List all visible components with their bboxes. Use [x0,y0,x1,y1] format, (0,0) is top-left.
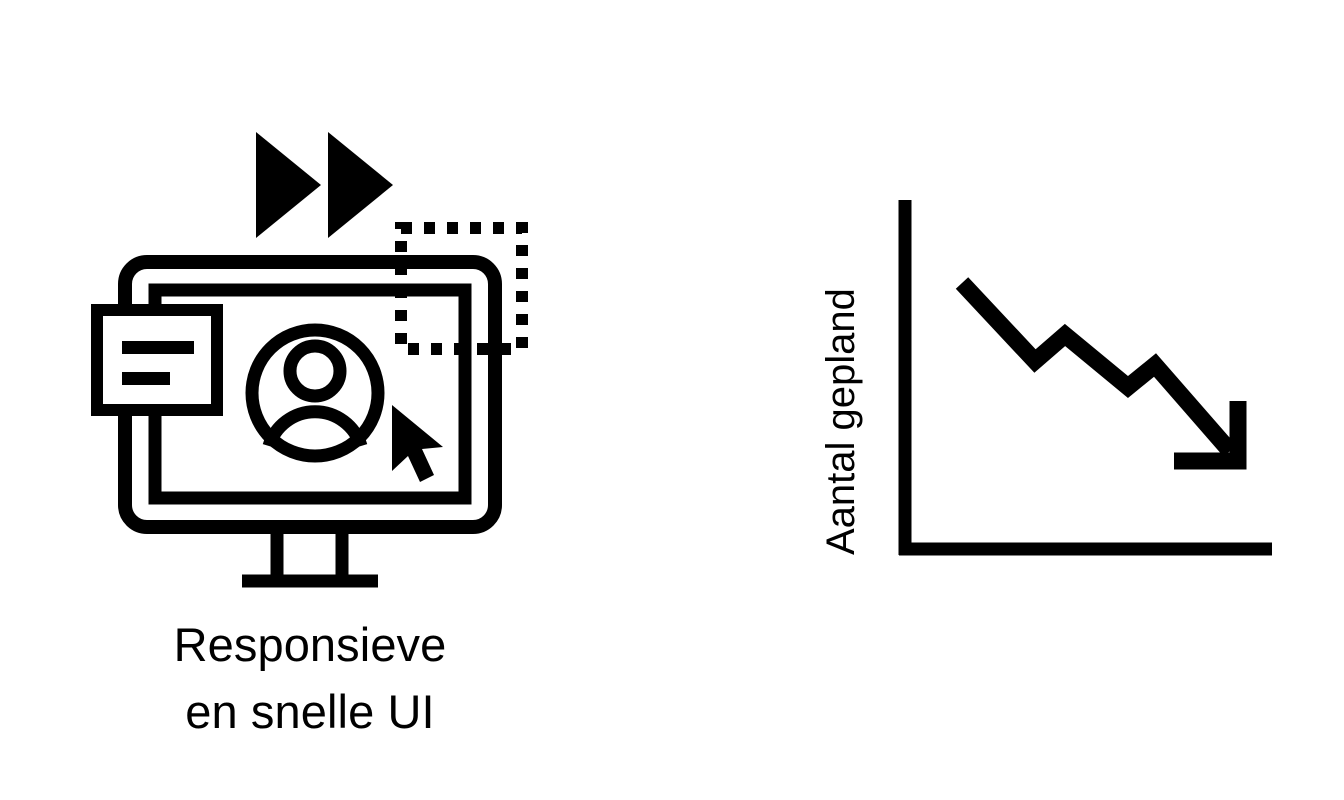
fast-forward-icon [256,132,393,238]
tooltip-card-outline [91,304,223,416]
caption-line-1: Responsieve [173,618,447,671]
fast-forward-triangle-second [328,132,393,238]
left-panel: Responsieve en snelle UI [0,0,660,800]
avatar-head [283,339,347,403]
tooltip-card-line-long [122,341,194,354]
responsive-fast-ui-icon [91,132,528,588]
monitor-stand [242,527,378,588]
cursor-icon [392,405,443,482]
fast-forward-triangle-first [256,132,321,238]
dashed-selection-icon [395,222,528,355]
user-avatar-icon [245,323,385,463]
tooltip-card-icon [91,304,223,416]
caption-text: Responsieve en snelle UI [0,612,620,745]
chart-trend-arrowhead [1174,401,1247,470]
chart-axes [898,200,1272,556]
chart-y-axis-label: Aantal gepland [819,288,863,555]
caption-line-2: en snelle UI [185,684,435,738]
chart-data-line [955,277,1237,457]
right-panel: Aantal gepland [660,0,1344,800]
declining-trend-chart: Aantal gepland [819,200,1272,556]
tooltip-card-line-short [122,372,170,385]
avatar-outer-circle [245,323,385,463]
avatar-shoulders [262,405,368,449]
